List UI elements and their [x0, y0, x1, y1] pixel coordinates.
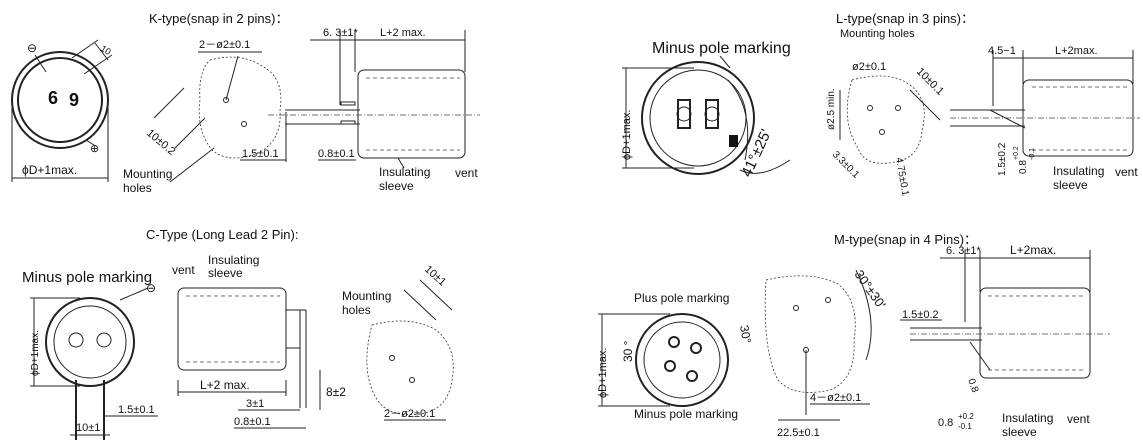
l-minus-pole-label: Minus pole marking: [652, 40, 791, 57]
l-dim-45: 4.5−1: [988, 45, 1016, 57]
m-side-view: 6. 3±1* L+2max. 1.5±0.2 0.8 0.8 +0.2 -0.…: [900, 243, 1110, 439]
k-mounting-label-1: Mounting: [123, 167, 172, 181]
k-dim-15: 1.5±0.1: [242, 148, 279, 160]
k-minus-symbol: ⊖: [27, 41, 37, 55]
k-pin-right: 9: [69, 90, 79, 110]
m-mounting-view: 30°±30' 4－ø2±0.1 22.5±0.1: [764, 267, 889, 439]
c-mounting-label-2: holes: [342, 303, 371, 317]
c-dim-08: 0.8±0.1: [234, 416, 271, 428]
m-holes-dim: 4－ø2±0.1: [810, 392, 861, 404]
c-dim-10: 10±1: [422, 263, 448, 288]
c-minus-symbol: ⊖: [146, 281, 156, 295]
c-insulating-2: sleeve: [208, 266, 243, 280]
c-front-view: Minus pole marking ⊖ ϕD+1max. 1.5±0.1 10…: [22, 269, 158, 440]
k-type-title: K-type(snap in 2 pins)：: [149, 11, 289, 26]
c-dim-15: 1.5±0.1: [118, 404, 155, 416]
k-dim-08: 0.8±0.1: [318, 148, 355, 160]
l-dim-08-tol-dn: -0.1: [1029, 148, 1036, 160]
l-front-view: Minus pole marking ϕD+1max. 41°±25': [621, 40, 791, 180]
m-angle-30c: 30°±30': [852, 267, 889, 311]
l-mounting-view: Mounting holes ø2±0.1 ø2.5 min. 10±0.1 3…: [826, 28, 946, 197]
m-front-view: Plus pole marking ϕD+1max. 30 ° 30° Minu…: [597, 291, 754, 421]
m-dim-63: 6. 3±1*: [946, 245, 982, 257]
l-dim-08-tol-up: +0.2: [1013, 146, 1020, 160]
m-dia-label: ϕD+1max.: [597, 348, 609, 398]
m-vent-label: vent: [1067, 412, 1090, 426]
k-side-view: 6. 3±1* L+2 max. 1.5±0.1 0.8±0.1 Insulat…: [240, 27, 480, 193]
c-length-max: L+2 max.: [200, 378, 250, 392]
k-type-drawing: 6 9 ⊖ ⊕ 10 ϕD+1max. 2－ø2±0.1 10±0.2 Moun…: [11, 27, 480, 195]
m-type-title: M-type(snap in 4 Pins)：: [834, 232, 978, 247]
m-tol-dn: -0.1: [958, 422, 972, 431]
c-insulating-1: Insulating: [208, 253, 259, 267]
l-dia-label: ϕD+1max.: [621, 110, 633, 160]
c-dia-label: ϕD+1max.: [30, 330, 41, 376]
m-dim-15: 1.5±0.2: [902, 309, 939, 321]
l-length-max: L+2max.: [1055, 45, 1098, 57]
k-mounting-label-2: holes: [123, 181, 152, 195]
k-mounting-holes-view: 2－ø2±0.1 10±0.2 Mounting holes: [123, 39, 282, 195]
k-plus-symbol: ⊕: [90, 143, 99, 155]
c-mounting-label-1: Mounting: [342, 289, 391, 303]
m-tol-up: +0.2: [958, 412, 974, 421]
k-dim-10-02: 10±0.2: [144, 127, 177, 158]
l-min-dim: ø2.5 min.: [826, 88, 837, 130]
l-dim-08: 0.8: [1018, 160, 1029, 174]
k-dim-63: 6. 3±1*: [323, 27, 359, 39]
l-type-title: L-type(snap in 3 pins)：: [836, 11, 975, 26]
c-minus-pole-label: Minus pole marking: [22, 269, 152, 286]
l-type-drawing: Minus pole marking ϕD+1max. 41°±25' Moun…: [621, 28, 1140, 197]
l-vent-label: vent: [1115, 165, 1138, 179]
k-pin-left: 6: [48, 88, 58, 108]
l-angle-label: 41°±25': [738, 127, 775, 180]
l-insulating-2: sleeve: [1053, 178, 1088, 192]
l-dim-10-01: 10±0.1: [914, 66, 946, 98]
k-holes-dim: 2－ø2±0.1: [199, 39, 250, 51]
k-length-max: L+2 max.: [380, 27, 426, 39]
m-angle-30b: 30°: [737, 324, 754, 344]
c-dim-10-1: 10±1: [76, 422, 100, 434]
m-insulating-1: Insulating: [1002, 411, 1053, 425]
c-side-view: vent Insulating sleeve L+2 max. 3±1 0.8±…: [172, 253, 346, 429]
l-dim-15: 1.5±0.2: [997, 142, 1008, 176]
l-mounting-label: Mounting holes: [840, 28, 915, 40]
c-vent-label: vent: [172, 263, 195, 277]
l-side-view: 4.5−1 L+2max. 1.5±0.2 0.8 +0.2 -0.1 Insu…: [950, 45, 1140, 192]
m-angle-30a: 30 °: [621, 340, 635, 362]
c-dim-82: 8±2: [326, 385, 346, 399]
l-dim-33: 3.3±0.1: [830, 149, 862, 181]
l-insulating-1: Insulating: [1053, 164, 1104, 178]
c-holes-dim: 2－ø2±0.1: [384, 408, 435, 420]
k-vent-label: vent: [455, 166, 478, 180]
c-dim-3: 3±1: [246, 398, 264, 410]
k-insulating-1: Insulating: [379, 165, 430, 179]
m-dim-08: 0.8: [938, 417, 953, 429]
l-hole-dim: ø2±0.1: [852, 61, 886, 73]
k-dim-10: 10: [99, 43, 113, 57]
c-type-drawing: Minus pole marking ⊖ ϕD+1max. 1.5±0.1 10…: [22, 253, 454, 440]
m-insulating-2: sleeve: [1002, 425, 1037, 439]
c-type-title: C-Type (Long Lead 2 Pin):: [146, 227, 299, 242]
m-length-max: L+2max.: [1010, 243, 1056, 257]
l-dim-475: 4.75±0.1: [893, 157, 911, 198]
k-dia-label: ϕD+1max.: [22, 163, 77, 177]
m-dim-225: 22.5±0.1: [777, 427, 820, 439]
m-type-drawing: Plus pole marking ϕD+1max. 30 ° 30° Minu…: [597, 243, 1110, 439]
m-minus-pole-label: Minus pole marking: [634, 407, 738, 421]
c-mounting-view: Mounting holes 10±1 2－ø2±0.1: [342, 263, 454, 421]
m-dim-08-rot: 0.8: [965, 377, 980, 394]
k-front-view: 6 9 ⊖ ⊕ 10 ϕD+1max.: [11, 39, 113, 182]
k-insulating-2: sleeve: [379, 179, 414, 193]
m-plus-pole-label: Plus pole marking: [634, 291, 729, 305]
